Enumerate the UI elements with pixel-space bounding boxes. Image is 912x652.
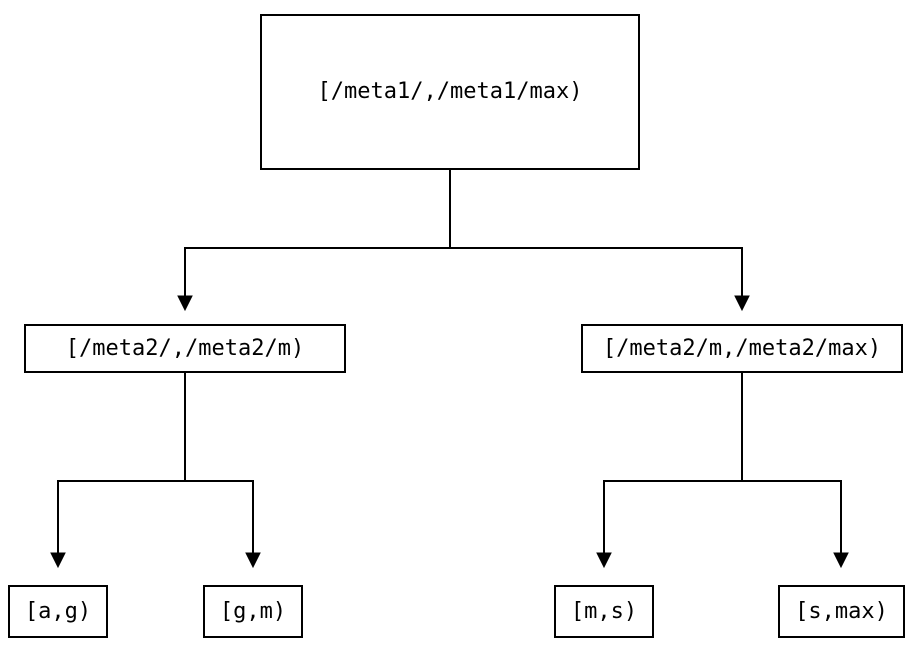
edge-arrowhead [245,552,261,569]
edge-arrowhead [50,552,66,569]
edge-meta2-left-to-leaf-gm [184,373,261,569]
edge-line [184,170,451,296]
edge-line [741,373,842,553]
edge-meta2-right-to-leaf-smax [741,373,849,569]
node-leaf-g-m: [g,m) [203,585,303,638]
edge-root-to-meta2-right [449,170,750,312]
edge-line [603,373,743,553]
node-leaf-a-g: [a,g) [8,585,108,638]
edge-arrowhead [596,552,612,569]
edge-line [57,373,186,553]
node-leaf-s-max: [s,max) [778,585,905,638]
edge-root-to-meta2-left [177,170,451,312]
node-meta2-lower-interval: [/meta2/,/meta2/m) [24,324,346,373]
edge-meta2-left-to-leaf-ag [50,373,186,569]
node-meta2-upper-interval: [/meta2/m,/meta2/max) [581,324,903,373]
node-leaf-m-s: [m,s) [554,585,654,638]
edge-line [449,170,743,296]
edge-line [184,373,254,553]
edge-meta2-right-to-leaf-ms [596,373,743,569]
node-root-interval: [/meta1/,/meta1/max) [260,14,640,170]
edge-arrowhead [833,552,849,569]
edge-arrowhead [177,295,193,312]
edge-arrowhead [734,295,750,312]
